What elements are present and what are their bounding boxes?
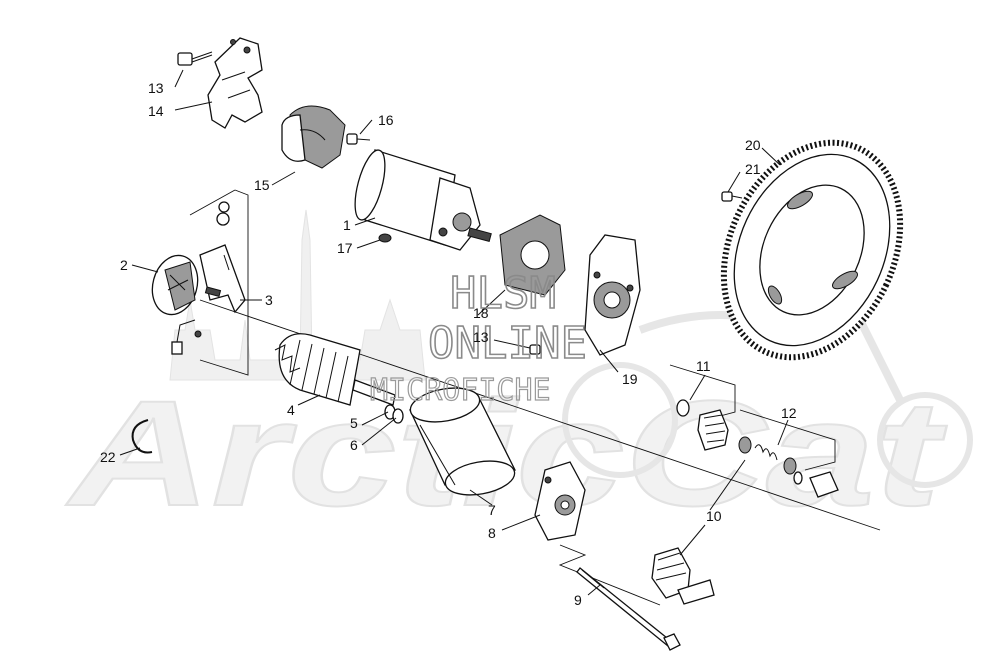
callout-13-mid: 13 [473, 329, 489, 345]
leader-4 [297, 394, 321, 406]
end-cover [584, 234, 641, 356]
callout-9: 9 [574, 592, 582, 608]
callout-13-top: 13 [148, 80, 164, 96]
callout-6: 6 [350, 437, 358, 453]
armature [274, 333, 396, 406]
callout-1: 1 [343, 217, 351, 233]
leader-17 [356, 239, 381, 249]
callout-17: 17 [337, 240, 353, 256]
leader-14 [174, 101, 213, 111]
leader-12 [777, 419, 789, 446]
callout-21: 21 [745, 161, 761, 177]
leader-13b [493, 339, 531, 349]
heat-shield-bracket [207, 37, 263, 129]
callout-2: 2 [120, 257, 128, 273]
callout-8: 8 [488, 525, 496, 541]
clutch-gear [676, 399, 729, 451]
hlsm-watermark: HLSM ONLINE MICROFICHE [369, 267, 587, 408]
leader-19 [599, 349, 619, 373]
callout-22: 22 [100, 449, 116, 465]
callout-7: 7 [488, 502, 496, 518]
leader-8 [501, 514, 541, 531]
callout-10: 10 [706, 508, 722, 524]
watermark-line-2: ONLINE [428, 318, 587, 369]
callout-5: 5 [350, 415, 358, 431]
callout-11: 11 [696, 358, 711, 374]
leader-16 [359, 119, 373, 135]
watermark-line-3: MICROFICHE [370, 373, 551, 408]
drive-end-cap [534, 461, 586, 541]
leader-20 [761, 147, 781, 166]
watermark-line-1: HLSM [450, 268, 556, 319]
leader-1 [354, 217, 376, 226]
leader-11 [689, 374, 706, 401]
moto-wheel-front-watermark [562, 362, 678, 478]
ring-gear [720, 139, 904, 361]
leader-9 [587, 584, 601, 596]
callout-12: 12 [781, 405, 797, 421]
screw-16 [346, 133, 371, 145]
washers-5-6 [384, 404, 404, 424]
callout-4: 4 [287, 402, 295, 418]
leader-2 [131, 264, 159, 273]
callout-14: 14 [148, 103, 164, 119]
washer-17 [378, 233, 392, 243]
snap-ring [131, 419, 153, 454]
screw-21 [721, 191, 743, 202]
screw-13-mid [529, 344, 541, 355]
drive-pinion [651, 547, 715, 605]
leader-13a [174, 69, 184, 88]
brush-assembly [171, 201, 246, 355]
callout-19: 19 [622, 371, 638, 387]
leader-22 [119, 447, 141, 456]
bolt-axis [558, 544, 661, 606]
starter-motor [354, 149, 492, 251]
leader-15 [271, 171, 296, 186]
leader-5 [361, 411, 389, 426]
leader-7 [469, 489, 493, 506]
skyline-watermark [169, 209, 426, 381]
leader-10b [679, 524, 706, 556]
leader-18 [477, 289, 506, 316]
housing-tube [409, 387, 516, 496]
spring-set [738, 436, 839, 498]
leader-21 [727, 171, 741, 193]
callout-16: 16 [378, 112, 394, 128]
callout-15: 15 [254, 177, 270, 193]
brush-plate [151, 254, 199, 316]
magnet-block [281, 105, 346, 169]
callout-labels: 13 14 16 15 1 17 20 21 2 3 18 13 19 11 1… [100, 80, 797, 608]
magnet-block-right [499, 214, 566, 296]
leader-6 [361, 417, 397, 446]
through-bolt [576, 567, 681, 651]
screw-13-top [177, 51, 213, 66]
drive-bracket-12 [739, 409, 836, 471]
leader-lines [119, 69, 789, 596]
moto-wheel-rear-watermark [877, 392, 973, 488]
leader-10a [709, 459, 746, 511]
brush-holder-bracket-lines [189, 189, 249, 376]
callout-18: 18 [473, 305, 489, 321]
callout-20: 20 [745, 137, 761, 153]
callout-3: 3 [265, 292, 273, 308]
